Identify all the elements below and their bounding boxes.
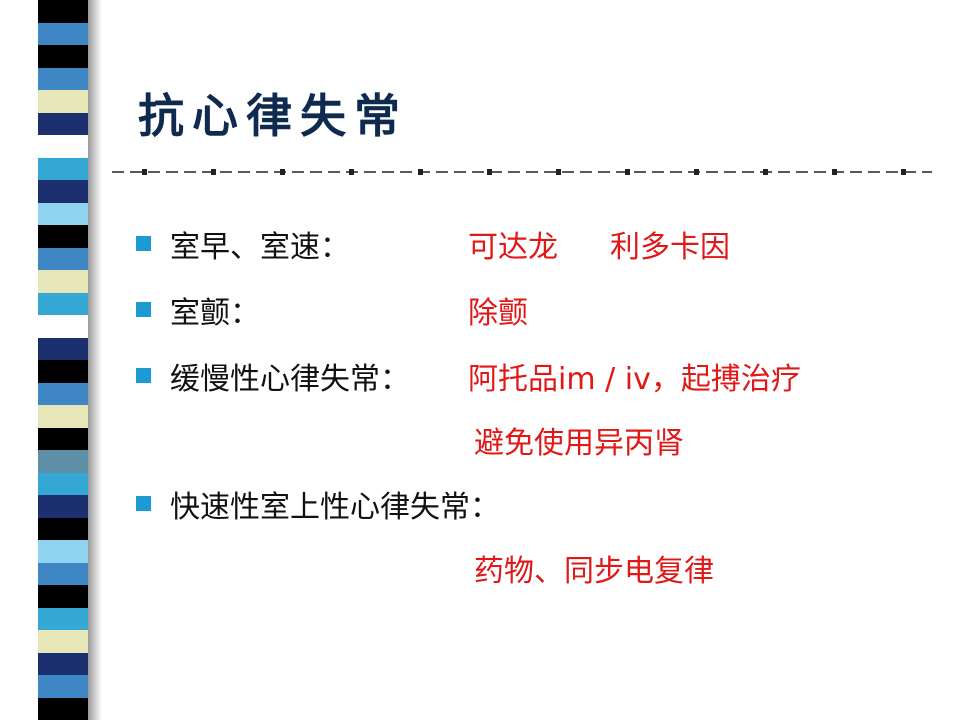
decorative-stripe — [38, 495, 88, 518]
stripe-shadow — [88, 0, 102, 720]
decorative-stripe — [38, 450, 88, 473]
item-label: 快速性室上性心律失常： — [170, 490, 500, 525]
decorative-stripe — [38, 22, 88, 45]
item-value: 避免使用异丙肾 — [474, 426, 684, 461]
decorative-stripe-column — [38, 0, 88, 720]
decorative-stripe — [38, 562, 88, 585]
decorative-stripe — [38, 472, 88, 495]
separator-dot — [901, 169, 906, 175]
decorative-stripe — [38, 247, 88, 270]
separator-dot — [211, 169, 216, 175]
bullet-square-icon — [136, 302, 151, 317]
separator-dot — [349, 169, 354, 175]
separator-dot — [280, 169, 285, 175]
decorative-stripe — [38, 337, 88, 360]
separator-dot — [694, 169, 699, 175]
slide-title: 抗心律失常 — [138, 89, 408, 143]
separator-dot — [763, 169, 768, 175]
decorative-stripe — [38, 135, 88, 158]
decorative-stripe — [38, 202, 88, 225]
item-value: 可达龙 — [468, 230, 558, 265]
separator-dot — [487, 169, 492, 175]
decorative-stripe — [38, 67, 88, 90]
decorative-stripe — [38, 607, 88, 630]
separator-dot — [625, 169, 630, 175]
item-value: 除颤 — [468, 296, 528, 331]
decorative-stripe — [38, 157, 88, 180]
decorative-stripe — [38, 0, 88, 23]
decorative-stripe — [38, 225, 88, 248]
decorative-stripe — [38, 360, 88, 383]
item-value: 药物、同步电复律 — [474, 554, 714, 589]
decorative-stripe — [38, 180, 88, 203]
decorative-stripe — [38, 405, 88, 428]
separator-dot — [142, 169, 147, 175]
dotted-separator-line — [112, 169, 932, 175]
bullet-square-icon — [136, 496, 151, 511]
item-label: 缓慢性心律失常： — [170, 362, 410, 397]
decorative-stripe — [38, 585, 88, 608]
decorative-stripe — [38, 540, 88, 563]
decorative-stripe — [38, 315, 88, 338]
decorative-stripe — [38, 697, 88, 720]
decorative-stripe — [38, 292, 88, 315]
item-value: 利多卡因 — [610, 230, 730, 265]
decorative-stripe — [38, 270, 88, 293]
item-label: 室颤： — [170, 296, 260, 331]
decorative-stripe — [38, 45, 88, 68]
decorative-stripe — [38, 652, 88, 675]
bullet-square-icon — [136, 236, 151, 251]
separator-dot — [556, 169, 561, 175]
decorative-stripe — [38, 382, 88, 405]
separator-dot — [832, 169, 837, 175]
decorative-stripe — [38, 675, 88, 698]
decorative-stripe — [38, 90, 88, 113]
item-label: 室早、室速： — [170, 230, 350, 265]
decorative-stripe — [38, 517, 88, 540]
item-value: 阿托品im / iv，起搏治疗 — [468, 362, 801, 397]
decorative-stripe — [38, 630, 88, 653]
decorative-stripe — [38, 427, 88, 450]
bullet-square-icon — [136, 368, 151, 383]
decorative-stripe — [38, 112, 88, 135]
separator-dot — [418, 169, 423, 175]
